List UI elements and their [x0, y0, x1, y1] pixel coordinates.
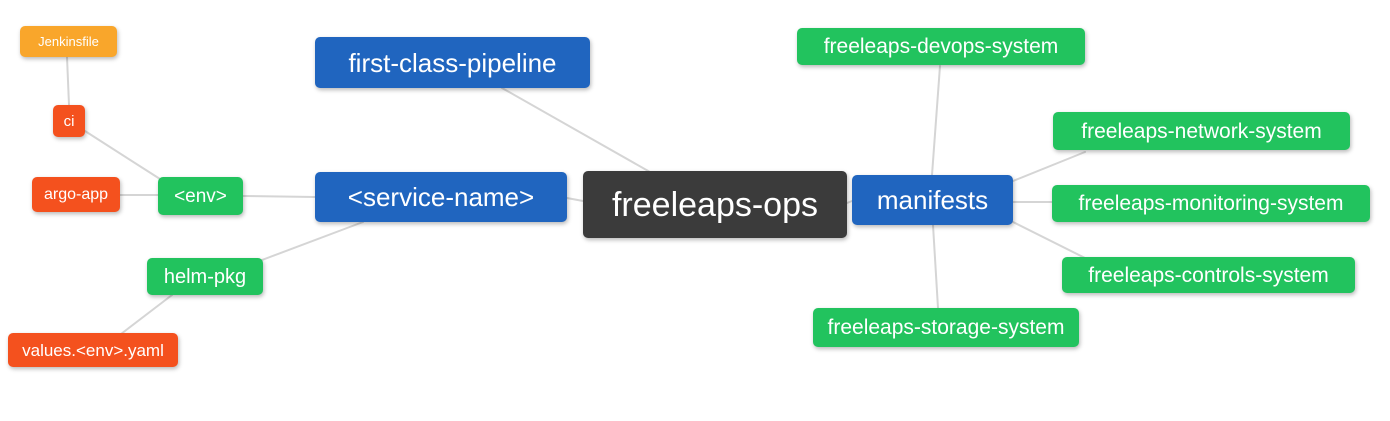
node-argo-app[interactable]: argo-app — [32, 177, 120, 212]
node-helm-pkg[interactable]: helm-pkg — [147, 258, 263, 295]
edge-service-name--helm-pkg — [261, 221, 364, 261]
edge-manifests--freeleaps-controls-system — [1012, 221, 1086, 259]
edge-manifests--freeleaps-storage-system — [932, 224, 939, 309]
node-freeleaps-ops[interactable]: freeleaps-ops — [583, 171, 847, 238]
edge-manifests--freeleaps-devops-system — [931, 65, 941, 176]
edge-manifests--freeleaps-network-system — [1012, 151, 1086, 182]
node-freeleaps-network-system[interactable]: freeleaps-network-system — [1053, 112, 1350, 150]
node-manifests[interactable]: manifests — [852, 175, 1013, 225]
edge-first-class-pipeline--freeleaps-ops — [501, 87, 651, 173]
edge-service-name--freeleaps-ops — [566, 197, 584, 202]
node-freeleaps-devops-system[interactable]: freeleaps-devops-system — [797, 28, 1085, 65]
edge-jenkinsfile--ci — [66, 56, 70, 106]
edge-ci--env — [84, 130, 161, 180]
node-freeleaps-controls-system[interactable]: freeleaps-controls-system — [1062, 257, 1355, 293]
edge-helm-pkg--values-env-yaml — [120, 294, 173, 335]
node-ci[interactable]: ci — [53, 105, 85, 137]
node-freeleaps-monitoring-system[interactable]: freeleaps-monitoring-system — [1052, 185, 1370, 222]
node-jenkinsfile[interactable]: Jenkinsfile — [20, 26, 117, 57]
node-first-class-pipeline[interactable]: first-class-pipeline — [315, 37, 590, 88]
node-values-env-yaml[interactable]: values.<env>.yaml — [8, 333, 178, 367]
node-service-name[interactable]: <service-name> — [315, 172, 567, 222]
edge-freeleaps-ops--manifests — [846, 200, 853, 204]
edge-env--service-name — [242, 195, 316, 198]
node-env[interactable]: <env> — [158, 177, 243, 215]
node-freeleaps-storage-system[interactable]: freeleaps-storage-system — [813, 308, 1079, 347]
